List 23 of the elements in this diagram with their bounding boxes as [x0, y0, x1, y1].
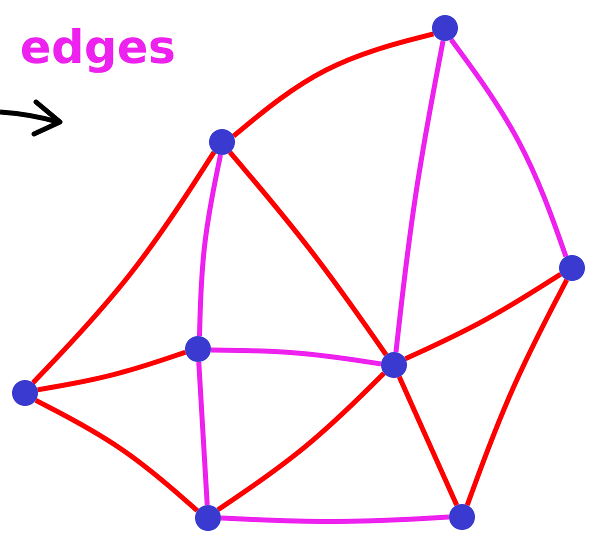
graph-edge: [228, 150, 388, 356]
graph-edge: [449, 38, 568, 258]
graph-edge: [216, 371, 386, 512]
graph-edge: [37, 350, 186, 392]
graph-edge: [220, 514, 450, 524]
graph-edge: [232, 32, 434, 138]
graph-edge: [404, 272, 562, 362]
graph-edge: [34, 398, 199, 513]
vertex-dot: [449, 504, 475, 530]
graph-edge: [464, 278, 569, 506]
vertex-dot: [559, 255, 585, 281]
graph-edge: [197, 154, 223, 336]
vertex-dot: [209, 129, 235, 155]
vertex-dot: [12, 380, 38, 406]
graph-edge: [210, 348, 382, 366]
graph-edge: [196, 362, 210, 506]
graph-edge: [397, 376, 459, 506]
vertex-dot: [185, 336, 211, 362]
graph-edge: [31, 150, 216, 384]
graph-edge: [393, 40, 446, 352]
vertex-dot: [381, 352, 407, 378]
vertex-dot: [195, 505, 221, 531]
vertex-dot: [432, 15, 458, 41]
